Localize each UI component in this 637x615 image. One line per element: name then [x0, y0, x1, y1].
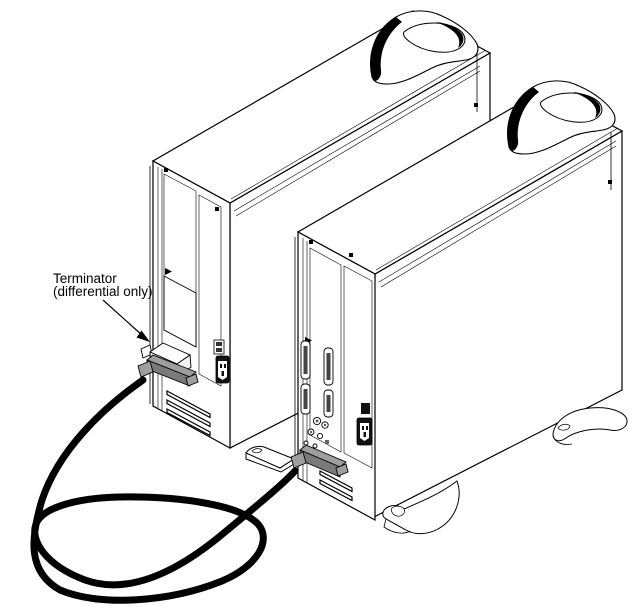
callout-arrow-line: [102, 299, 144, 337]
io-connectors: [300, 340, 334, 418]
tower-foot: [552, 407, 628, 445]
callout-line1: Terminator: [53, 271, 117, 286]
screw: [349, 253, 353, 257]
rear-vent-grid: [343, 265, 373, 469]
scsi-cable-connector-left: [137, 354, 199, 387]
callout-line2: (differential only): [53, 284, 153, 299]
aux-port-slot: [216, 348, 222, 352]
bezel-latch: [608, 180, 612, 184]
round-ports: [303, 416, 329, 449]
door-arrow-icon: [165, 268, 172, 275]
screw: [309, 240, 313, 244]
aux-port-slot: [216, 342, 222, 346]
power-socket-inset: [218, 361, 227, 380]
scsi-cable: [30, 376, 299, 604]
scsi-cable-connector-right: [290, 444, 349, 478]
right-tower-rear-panel: [297, 230, 376, 522]
rear-vent-grid: [198, 194, 222, 387]
aux-port: [361, 403, 370, 414]
tower-foot: [382, 480, 460, 535]
pci-door-outline: [163, 275, 197, 348]
screw: [215, 207, 219, 211]
terminator-callout: Terminator (differential only): [53, 271, 153, 342]
tower-foot: [245, 445, 296, 473]
expansion-slots: [319, 470, 353, 502]
callout-arrowhead-icon: [136, 330, 150, 342]
expansion-slots: [166, 389, 211, 437]
aux-port: [213, 339, 225, 355]
bezel-latch: [474, 103, 478, 107]
screw: [164, 168, 168, 172]
